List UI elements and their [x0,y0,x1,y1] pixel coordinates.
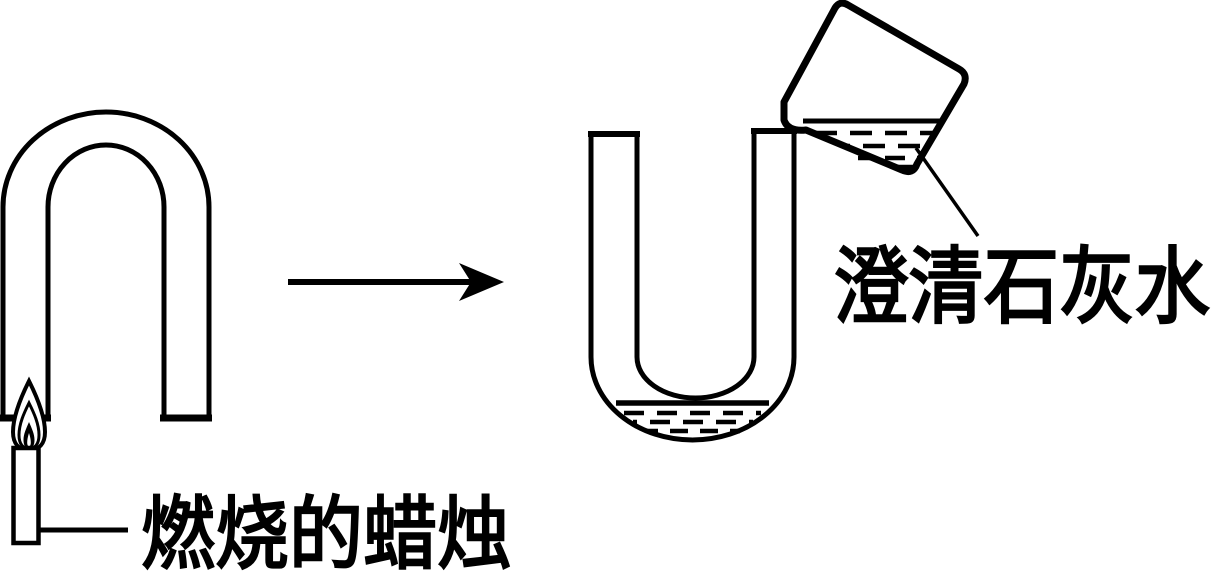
reaction-arrow-icon [288,263,504,301]
inverted-u-tube-outer-wall [0,109,212,417]
arrow-head [459,263,504,301]
limewater-label: 澄清石灰水 [833,242,1211,335]
limewater-in-u-tube [616,400,769,434]
pouring-beaker [780,0,980,238]
burning-candle-label: 燃烧的蜡烛 [141,492,511,580]
u-tube [588,128,797,443]
u-tube-inner-wall [634,133,757,401]
inverted-u-tube [0,109,212,422]
limewater-in-beaker [803,118,941,170]
beaker-outline [780,0,969,175]
u-tube-outer-wall [588,133,797,443]
burning-candle [10,376,128,546]
inverted-u-tube-inner-wall [45,142,167,417]
limewater-label-leader-line [914,146,980,238]
candle-wick-highlight [27,433,31,447]
candle-body [11,445,41,546]
